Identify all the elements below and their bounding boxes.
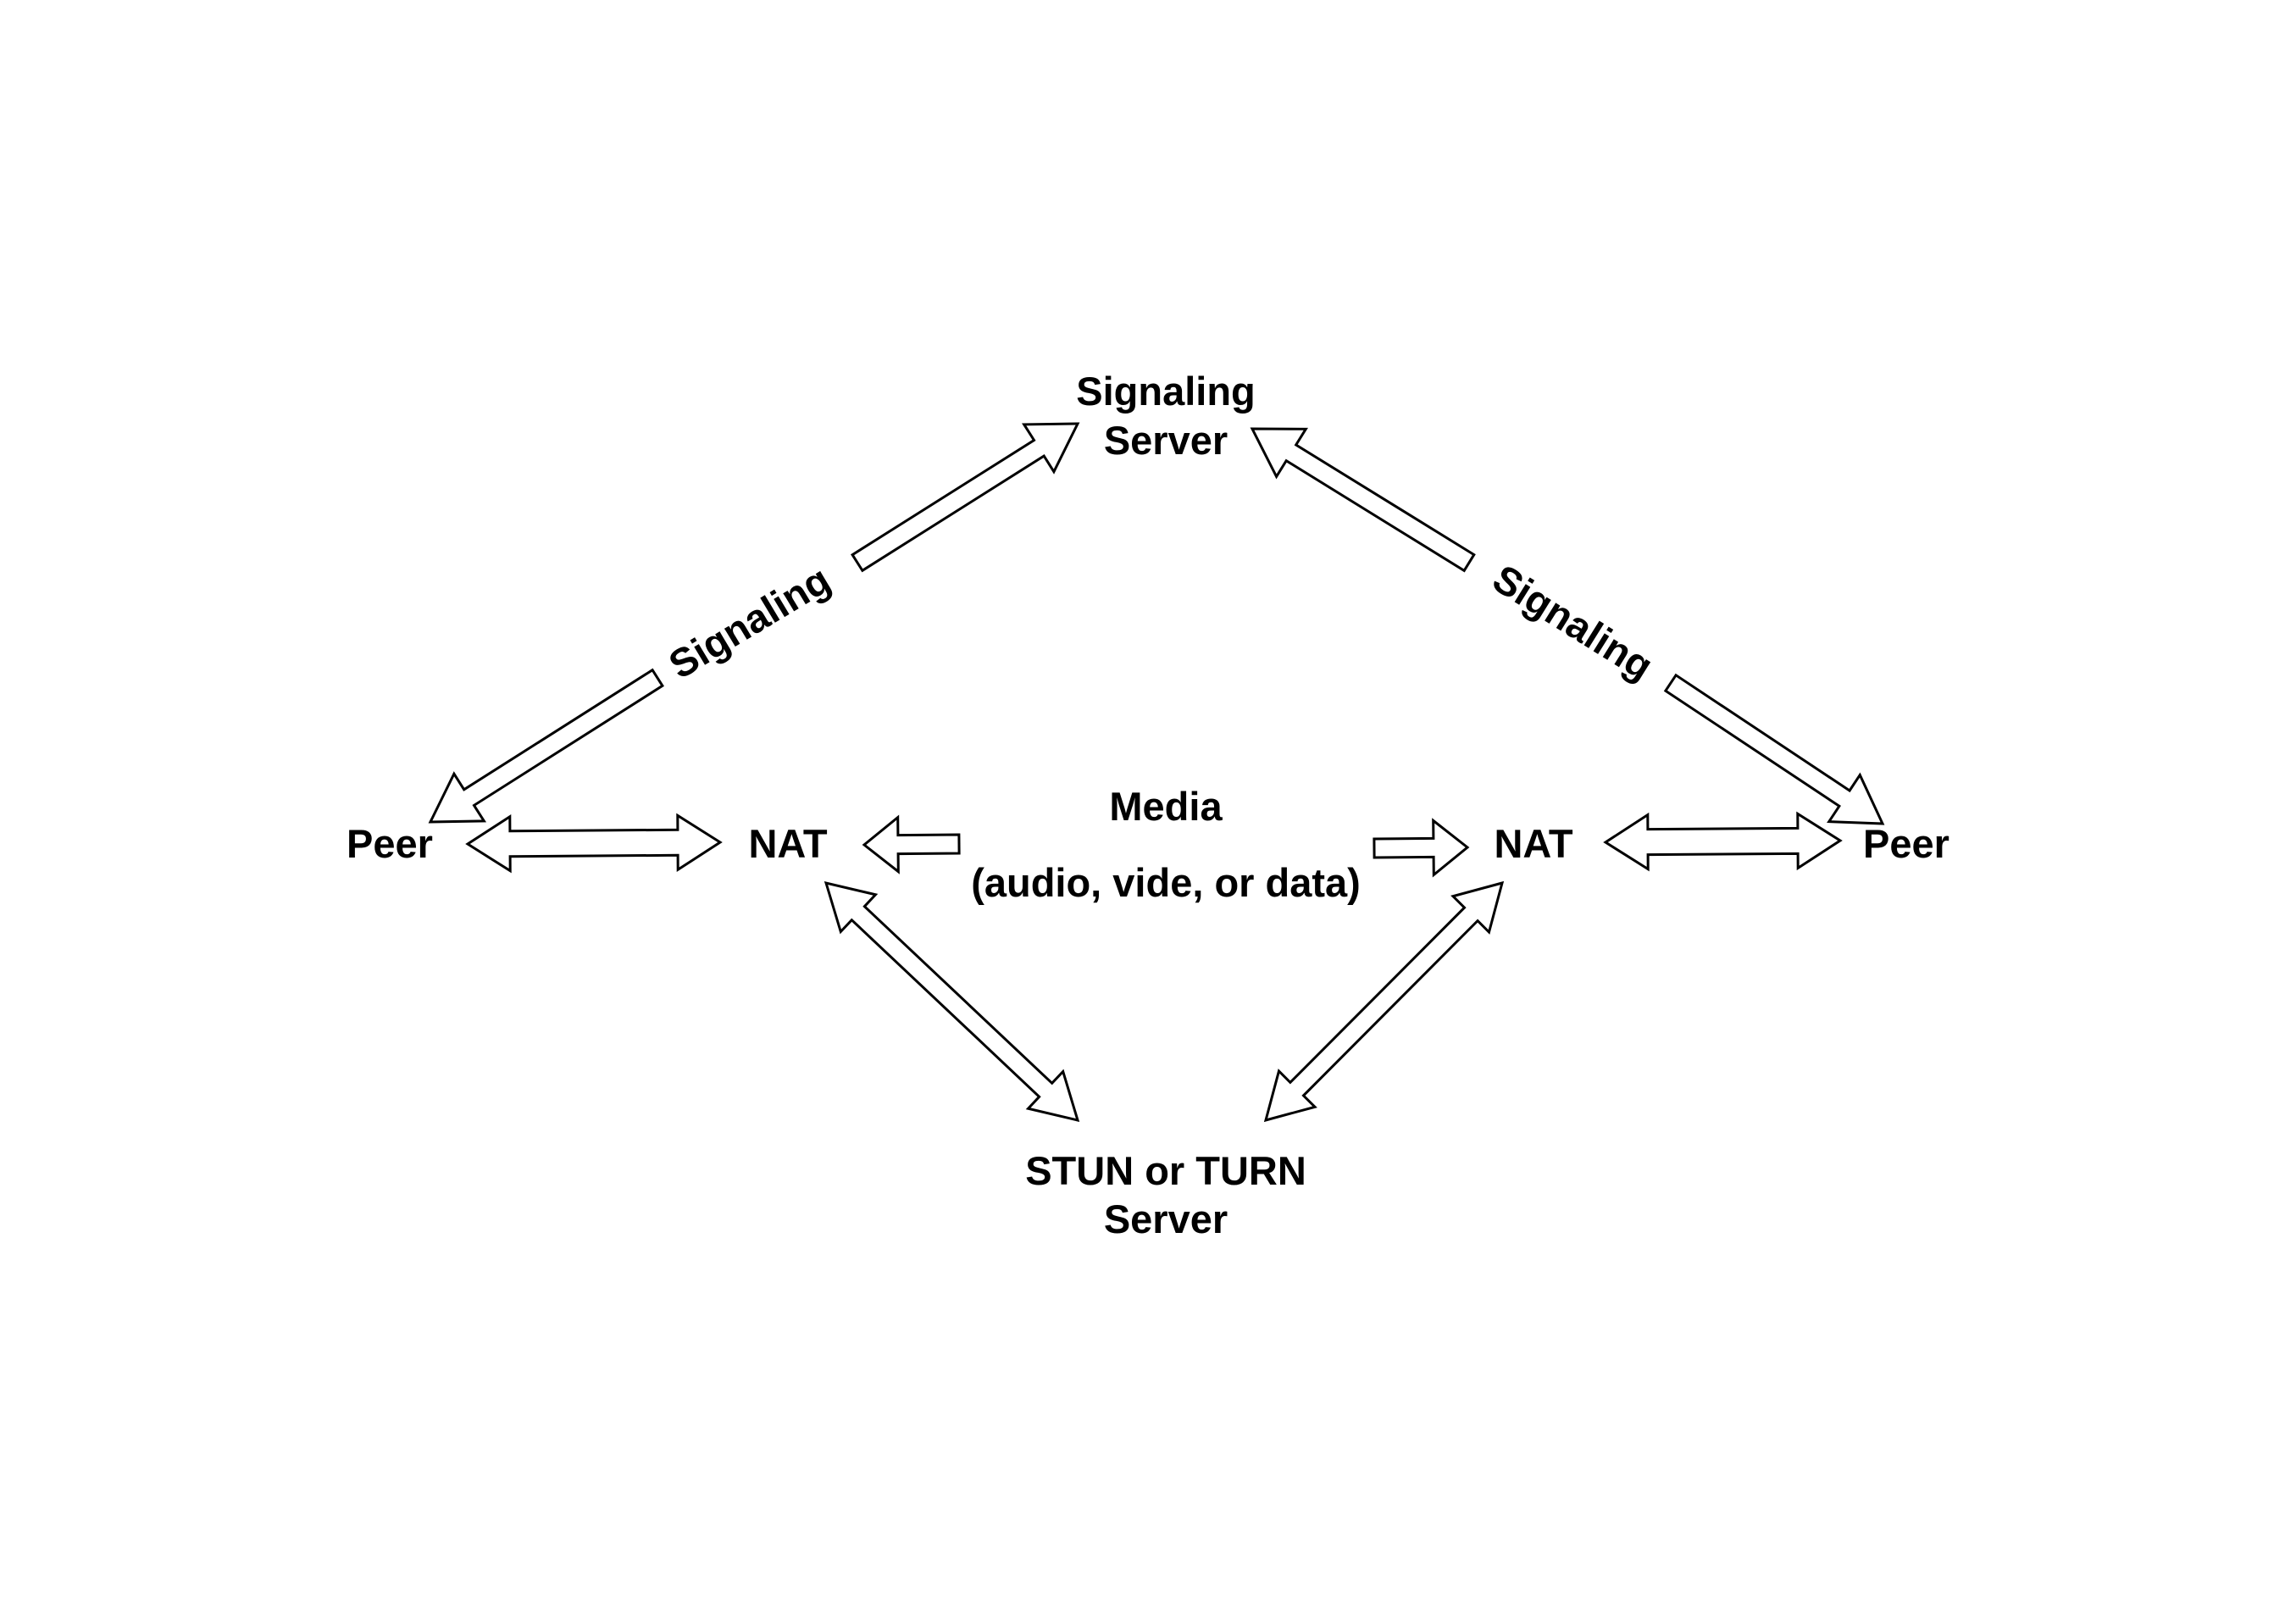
- media-label: Media: [1109, 784, 1223, 829]
- stun-turn-label-line1: STUN or TURN: [1025, 1148, 1306, 1193]
- media-subtitle-label: (audio, vide, or data): [971, 860, 1361, 905]
- arrow-nat-left-stun: [824, 880, 1080, 1123]
- arrow-signaling-left-to-peer: [428, 668, 664, 824]
- arrow-signaling-right-to-peer: [1663, 673, 1885, 825]
- peer-right-label: Peer: [1863, 821, 1949, 866]
- nat-right-label: NAT: [1494, 821, 1572, 866]
- signaling-server-label-line1: Signaling: [1076, 369, 1256, 414]
- arrow-media-to-nat-right: [1373, 818, 1470, 878]
- arrow-signaling-left-to-server: [851, 422, 1080, 573]
- nat-left-label: NAT: [748, 821, 827, 866]
- stun-turn-label-line2: Server: [1104, 1196, 1228, 1241]
- arrow-media-to-nat-left: [862, 814, 961, 874]
- signaling-server-label-line2: Server: [1104, 418, 1228, 463]
- arrow-signaling-right-to-server: [1250, 427, 1476, 573]
- arrows-layer: [428, 422, 1885, 1123]
- arrow-nat-right-stun: [1263, 880, 1505, 1123]
- arrow-nat-peer-right: [1603, 811, 1843, 872]
- peer-left-label: Peer: [347, 821, 433, 866]
- arrow-peer-nat-left: [465, 813, 723, 874]
